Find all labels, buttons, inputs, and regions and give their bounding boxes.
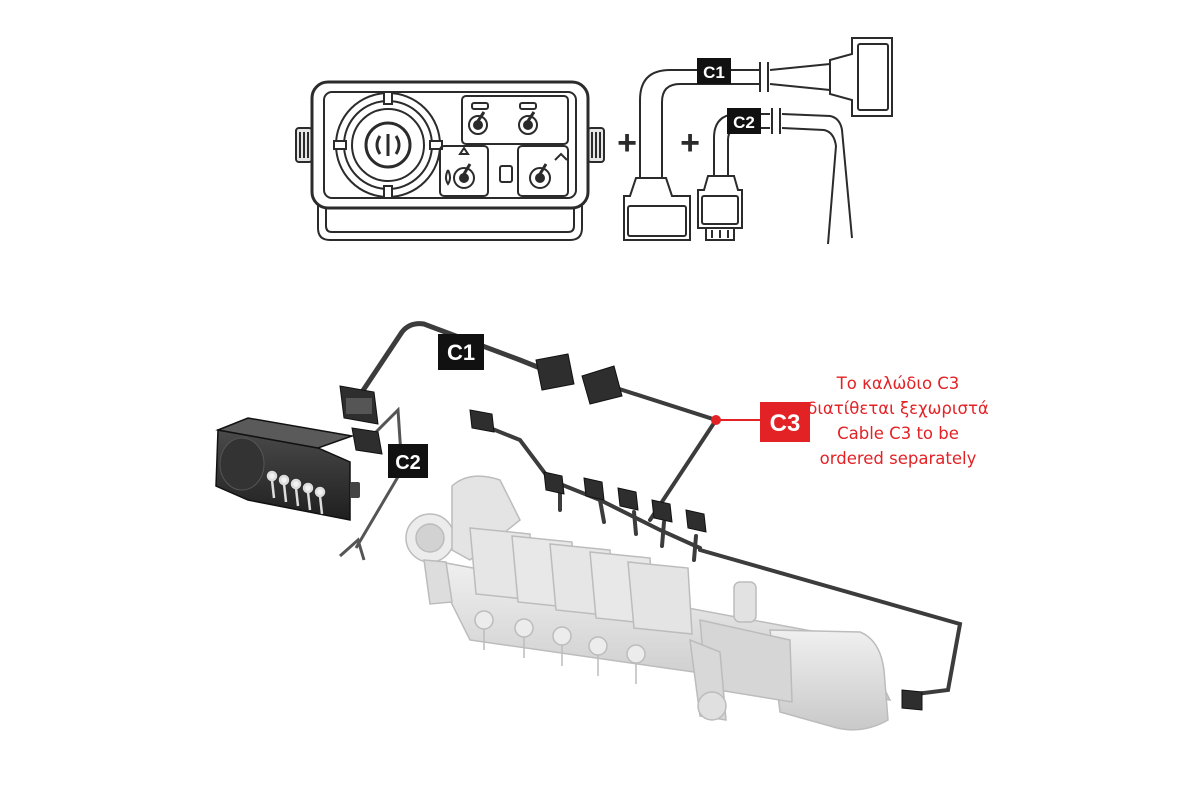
tag-c1-bottom: C1: [438, 334, 484, 370]
dial-icon: [333, 91, 443, 199]
control-box-3d: [215, 417, 360, 521]
tag-c2-top: C2: [727, 108, 761, 134]
connector-c1-a: [339, 385, 379, 425]
cable-c2-3d: [339, 406, 404, 561]
cable-c1-3d: [359, 321, 543, 395]
cable-c2-illustration: [697, 108, 853, 245]
plus-sign-2: +: [680, 124, 700, 162]
c3-note-line4: ordered separately: [820, 449, 977, 468]
tag-c2-bottom-text: C2: [395, 452, 421, 474]
c3-note-line3: Cable C3 to be: [837, 424, 959, 443]
sprayer-valve-unit: [405, 475, 892, 731]
valve-plug-connectors: [469, 409, 923, 711]
connector-c1-b: [535, 353, 575, 391]
connector-c3-main: [581, 365, 623, 405]
c3-note-line2: διατίθεται ξεχωριστά: [807, 399, 989, 418]
tag-c2-top-text: C2: [733, 113, 755, 132]
toggle-switch-panel: [439, 95, 569, 197]
cable-c1-illustration: [623, 37, 893, 241]
tag-c1-top: C1: [697, 58, 731, 84]
c3-note: Το καλώδιο C3 διατίθεται ξεχωριστά Cable…: [807, 374, 989, 468]
tag-c1-top-text: C1: [703, 63, 725, 82]
tag-c1-bottom-text: C1: [447, 340, 475, 365]
c3-note-line1: Το καλώδιο C3: [836, 374, 960, 393]
plus-sign-1: +: [617, 124, 637, 162]
tag-c3-callout: C3: [711, 402, 810, 442]
tag-c3-text: C3: [770, 410, 801, 437]
connector-c2: [351, 427, 383, 455]
tag-c2-bottom: C2: [388, 444, 428, 478]
control-box-icon: [295, 80, 605, 241]
